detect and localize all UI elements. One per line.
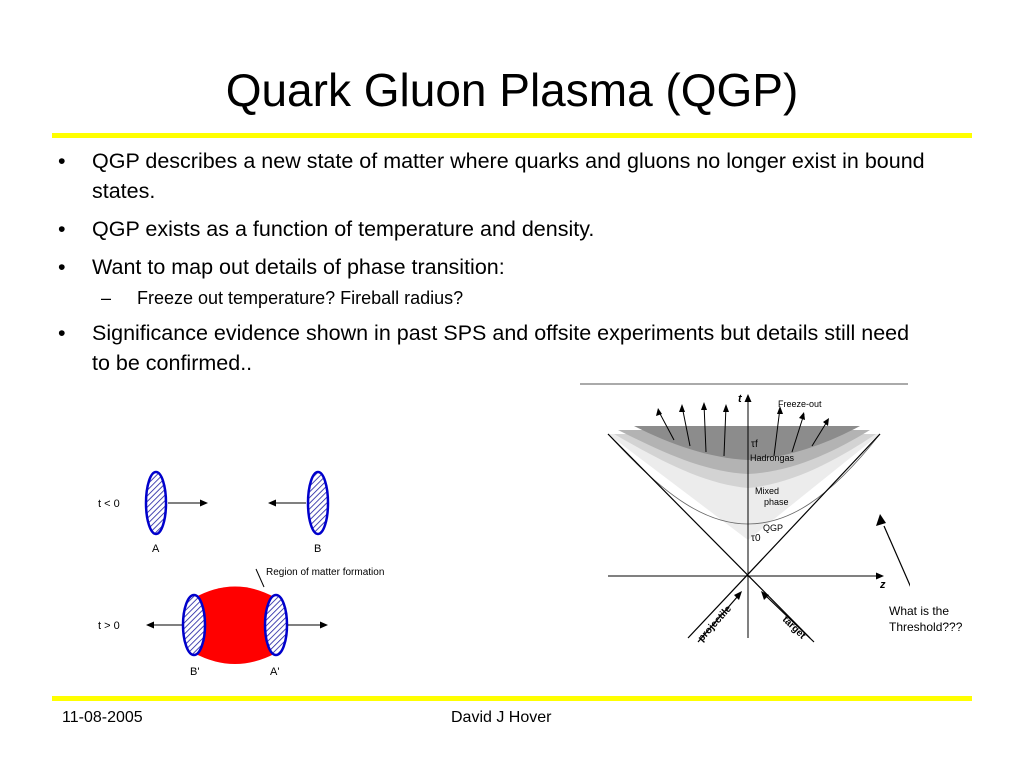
label-b: B bbox=[314, 543, 321, 555]
emission-arrows bbox=[657, 403, 829, 457]
bullet-item: • Want to map out details of phase trans… bbox=[55, 252, 945, 282]
mixed-phase-label-2: phase bbox=[764, 497, 789, 507]
matter-region bbox=[194, 586, 276, 664]
tau-f-label: τf bbox=[751, 439, 758, 450]
target-arrow bbox=[765, 595, 815, 643]
arrowhead-icon bbox=[744, 394, 752, 402]
freeze-out-label: Freeze-out bbox=[778, 399, 822, 409]
arrowhead-icon bbox=[876, 572, 884, 580]
slide-title: Quark Gluon Plasma (QGP) bbox=[225, 64, 799, 116]
footer-date: 11-08-2005 bbox=[62, 709, 143, 726]
tau-0-label: τ0 bbox=[751, 533, 761, 544]
arrowhead-icon bbox=[320, 621, 328, 629]
arrowhead-icon bbox=[761, 591, 769, 600]
threshold-arrowhead-icon bbox=[876, 514, 886, 526]
threshold-pointer bbox=[883, 525, 910, 587]
bullet-item: • QGP exists as a function of temperatur… bbox=[55, 214, 945, 244]
light-cone-left bbox=[607, 433, 811, 639]
collision-diagram: t < 0 A B Region of matter formation t >… bbox=[98, 470, 384, 678]
qgp-label: QGP bbox=[763, 523, 783, 533]
arrowhead-icon bbox=[146, 621, 154, 629]
region-pointer bbox=[255, 568, 265, 588]
bullet-item: • QGP describes a new state of matter wh… bbox=[55, 146, 945, 206]
nucleus-b-prime bbox=[181, 593, 207, 657]
nucleus-a bbox=[144, 470, 168, 536]
bullet-glyph: • bbox=[58, 217, 66, 241]
t-axis-label: t bbox=[738, 393, 743, 405]
threshold-note-line1: What is the bbox=[889, 604, 950, 618]
bullet-list: • QGP describes a new state of matter wh… bbox=[55, 146, 945, 386]
footer-divider bbox=[52, 696, 972, 701]
hadron-gas-label: Hadrongas bbox=[750, 453, 795, 463]
sub-bullet-text: Freeze out temperature? Fireball radius? bbox=[137, 288, 464, 308]
bullet-text: Significance evidence shown in past SPS … bbox=[92, 321, 910, 375]
label-b-prime: B' bbox=[190, 666, 199, 678]
bullet-text: Want to map out details of phase transit… bbox=[92, 255, 505, 279]
bullet-item: • Significance evidence shown in past SP… bbox=[55, 318, 922, 378]
mixed-phase-label-1: Mixed bbox=[755, 486, 779, 496]
projectile-arrow bbox=[697, 595, 739, 643]
title-divider bbox=[52, 133, 972, 138]
arrowhead-icon bbox=[734, 591, 742, 600]
bullet-text: QGP exists as a function of temperature … bbox=[92, 217, 595, 241]
dash-glyph: – bbox=[101, 288, 112, 308]
bullet-glyph: • bbox=[58, 149, 66, 173]
nucleus-b bbox=[306, 470, 330, 536]
bullet-glyph: • bbox=[58, 321, 66, 345]
arrowhead-icon bbox=[200, 499, 208, 507]
region-label: Region of matter formation bbox=[266, 567, 384, 578]
label-a: A bbox=[152, 543, 160, 555]
footer-author: David J Hover bbox=[451, 709, 552, 726]
threshold-note: What is the Threshold??? bbox=[889, 603, 962, 635]
bullet-text: QGP describes a new state of matter wher… bbox=[92, 149, 925, 203]
nucleus-a-prime bbox=[263, 593, 289, 657]
z-axis-label: z bbox=[879, 579, 886, 591]
bullet-glyph: • bbox=[58, 255, 66, 279]
light-cone-right bbox=[687, 433, 881, 639]
target-label: target bbox=[780, 614, 808, 642]
emission-arrowheads bbox=[656, 402, 829, 426]
hadron-gas-band bbox=[634, 426, 860, 460]
t-after-label: t > 0 bbox=[98, 620, 120, 632]
spacetime-diagram: t z Freeze-out τf Hadrongas Mixed phase … bbox=[580, 383, 910, 644]
sub-bullet-item: – Freeze out temperature? Fireball radiu… bbox=[55, 286, 945, 310]
t-before-label: t < 0 bbox=[98, 498, 120, 510]
label-a-prime: A' bbox=[270, 666, 279, 678]
arrowhead-icon bbox=[268, 499, 276, 507]
threshold-note-line2: Threshold??? bbox=[889, 620, 963, 634]
